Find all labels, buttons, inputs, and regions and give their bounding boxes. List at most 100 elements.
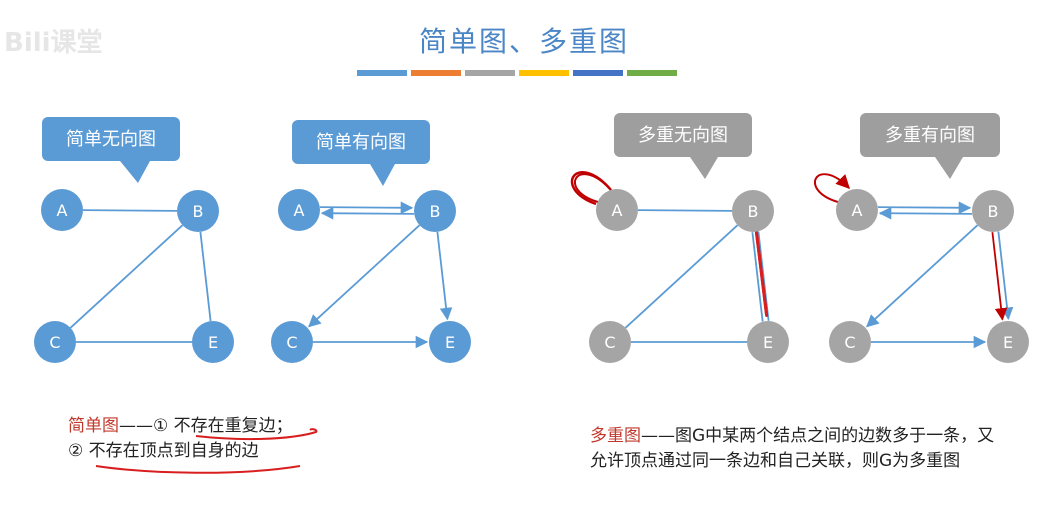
multigraph-note: 多重图——图G中某两个结点之间的边数多于一条，又允许顶点通过同一条边和自己关联，…: [590, 424, 1000, 474]
callout-multi-undirected: 多重无向图: [614, 113, 752, 179]
callout-label: 简单有向图: [316, 132, 406, 153]
color-bar-segment: [357, 70, 407, 76]
node-B: B: [414, 190, 456, 232]
node-C: C: [34, 321, 76, 363]
ink-underline-1: [195, 428, 318, 441]
simple-graph-rule-2: ② 不存在顶点到自身的边: [68, 441, 259, 461]
node-E: E: [192, 321, 234, 363]
node-label: E: [445, 333, 455, 352]
simple-graph-term: 简单图: [68, 416, 119, 436]
callout-pointer: [120, 161, 150, 183]
node-circle: [278, 189, 320, 231]
color-bar-segment: [411, 70, 461, 76]
node-label: E: [208, 333, 218, 352]
node-circle: [596, 189, 638, 231]
node-label: C: [286, 333, 297, 352]
edge-B-E: [751, 232, 764, 322]
edge-B-C: [866, 224, 979, 328]
node-label: A: [612, 201, 623, 220]
callout-simple-undirected: 简单无向图: [42, 117, 180, 183]
edge-A-B: [82, 209, 178, 212]
node-B: B: [177, 190, 219, 232]
node-circle: [987, 321, 1029, 363]
node-circle: [414, 190, 456, 232]
color-bar: [357, 70, 677, 76]
callout-box: [42, 117, 180, 161]
color-bar-segment: [465, 70, 515, 76]
node-circle: [271, 321, 313, 363]
edge-B-C: [308, 224, 421, 328]
node-label: B: [988, 202, 999, 221]
edge-B-C: [624, 224, 739, 329]
node-label: A: [57, 201, 68, 220]
edge-B-C: [69, 224, 184, 329]
node-B: B: [972, 190, 1014, 232]
node-label: E: [763, 333, 773, 352]
node-C: C: [829, 321, 871, 363]
callout-pointer: [935, 157, 963, 179]
callout-box: [614, 113, 752, 157]
node-A: A: [836, 189, 878, 231]
edge-B-E: [199, 231, 212, 322]
page-title: 简单图、多重图: [418, 25, 629, 58]
color-bar-segment: [573, 70, 623, 76]
self-loop-edge: [813, 173, 850, 203]
node-label: C: [844, 333, 855, 352]
edge-ink-highlight: [754, 230, 769, 317]
node-label: E: [1003, 333, 1013, 352]
node-label: C: [49, 333, 60, 352]
node-circle: [747, 321, 789, 363]
node-circle: [836, 189, 878, 231]
multigraph-term: 多重图: [590, 426, 641, 446]
node-label: C: [604, 333, 615, 352]
node-E: E: [429, 321, 471, 363]
edge-A-B: [320, 201, 414, 215]
callout-label: 多重无向图: [638, 125, 728, 146]
callout-label: 简单无向图: [66, 129, 156, 150]
edge-B-E: [991, 232, 1008, 321]
color-bar-segment: [519, 70, 569, 76]
node-B: B: [732, 190, 774, 232]
node-A: A: [41, 189, 83, 231]
node-circle: [41, 189, 83, 231]
node-label: B: [193, 202, 204, 221]
graph-multi-directed: 多重有向图 A B C E: [813, 113, 1029, 363]
edge-A-B: [637, 209, 733, 212]
ink-underline-2: [95, 465, 301, 474]
edge-B-E: [436, 231, 453, 321]
edge-B-A: [878, 206, 972, 220]
callout-simple-directed: 简单有向图: [292, 120, 430, 186]
callout-box: [860, 113, 1000, 157]
node-E: E: [987, 321, 1029, 363]
edge-B-E: [997, 231, 1014, 321]
callout-box: [292, 120, 430, 164]
node-label: A: [852, 201, 863, 220]
node-circle: [829, 321, 871, 363]
node-circle: [34, 321, 76, 363]
callout-pointer: [370, 164, 395, 186]
graph-simple-undirected: 简单无向图 A B C E: [34, 117, 234, 363]
node-A: A: [278, 189, 320, 231]
callout-multi-directed: 多重有向图: [860, 113, 1000, 179]
node-circle: [732, 190, 774, 232]
callout-pointer: [690, 157, 718, 179]
node-label: B: [430, 202, 441, 221]
node-E: E: [747, 321, 789, 363]
color-bar-segment: [627, 70, 677, 76]
watermark-logo: Bili课堂: [4, 28, 103, 58]
callout-label: 多重有向图: [885, 125, 975, 146]
graph-multi-undirected: 多重无向图 A B C E: [570, 113, 789, 363]
multigraph-definition: ——图G中某两个结点之间的边数多于一条，又允许顶点通过同一条边和自己关联，则G为…: [590, 426, 995, 471]
node-C: C: [271, 321, 313, 363]
node-circle: [429, 321, 471, 363]
edge-B-A: [320, 206, 414, 220]
simple-graph-note: 简单图——① 不存在重复边； ② 不存在顶点到自身的边: [68, 414, 293, 464]
node-circle: [972, 190, 1014, 232]
node-circle: [192, 321, 234, 363]
self-loop-ink: [570, 171, 612, 206]
node-A: A: [596, 189, 638, 231]
node-circle: [177, 190, 219, 232]
graph-simple-directed: 简单有向图 A B C E: [271, 120, 471, 363]
node-C: C: [589, 321, 631, 363]
